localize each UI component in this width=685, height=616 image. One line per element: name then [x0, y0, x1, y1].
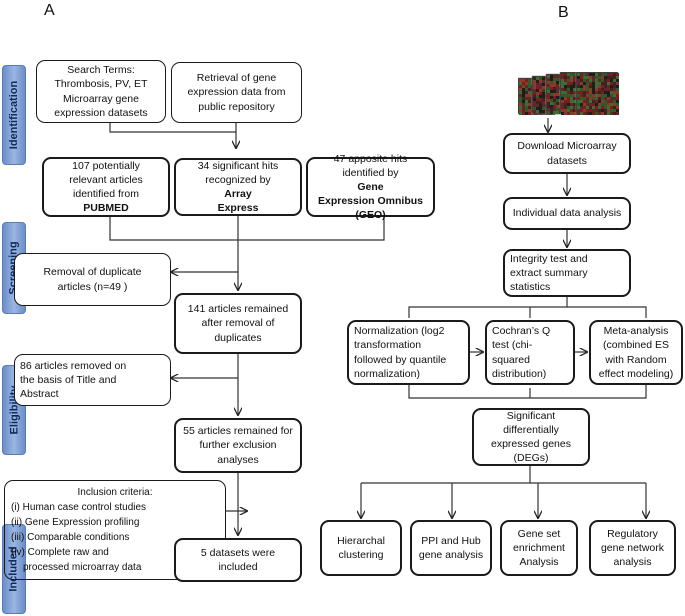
- inclusion-item: (i) Human case control studies: [11, 502, 147, 513]
- inclusion-item: processed microarray data: [23, 562, 142, 573]
- download-datasets-box: Download Microarray datasets: [503, 133, 631, 174]
- panel-label-b: B: [558, 4, 569, 21]
- remained-55-box: 55 articles remained for further exclusi…: [174, 418, 302, 473]
- pubmed-text: 107 potentially relevant articles identi…: [69, 159, 143, 200]
- meta-analysis-box: Meta-analysis (combined ES with Random e…: [589, 320, 683, 385]
- array-express-box: 34 significant hits recognized by Array …: [174, 158, 302, 216]
- removed-86-box: 86 articles removed on the basis of Titl…: [14, 354, 171, 406]
- search-terms-box: Search Terms: Thrombosis, PV, ET Microar…: [36, 60, 166, 123]
- microarray-heatmap-image: [518, 72, 619, 115]
- stage-included: Included: [2, 524, 26, 614]
- array-express-text: 34 significant hits recognized by: [197, 159, 279, 186]
- degs-box: Significant differentially expressed gen…: [472, 408, 590, 466]
- array-express-name: Array Express: [217, 188, 259, 215]
- inclusion-item: (ii) Gene Expression profiling: [11, 517, 140, 528]
- geo-box: 47 apposite hits identified by Gene Expr…: [306, 153, 435, 221]
- inclusion-criteria-header: Inclusion criteria:: [77, 487, 153, 498]
- pubmed-name: PUBMED: [83, 202, 129, 215]
- geo-name: Gene Expression Omnibus (GEO): [317, 180, 424, 222]
- inclusion-item: (iii) Comparable conditions: [11, 532, 130, 543]
- inclusion-item: (iv) Complete raw and: [11, 547, 109, 558]
- stage-identification: Identification: [2, 65, 26, 165]
- duplicate-removal-box: Removal of duplicate articles (n=49 ): [14, 253, 171, 306]
- geo-text: 47 apposite hits identified by: [333, 152, 408, 179]
- gene-set-enrichment-box: Gene set enrichment Analysis: [500, 520, 578, 576]
- remained-141-box: 141 articles remained after removal of d…: [174, 293, 302, 354]
- normalization-box: Normalization (log2 transformation follo…: [347, 320, 470, 385]
- integrity-test-box: Integrity test and extract summary stati…: [503, 249, 631, 297]
- included-box: 5 datasets were included: [174, 538, 302, 582]
- inclusion-criteria-box: Inclusion criteria: (i) Human case contr…: [4, 480, 226, 580]
- regulatory-network-box: Regulatory gene network analysis: [589, 520, 676, 576]
- hierarchal-clustering-box: Hierarchal clustering: [320, 520, 402, 576]
- ppi-hub-box: PPI and Hub gene analysis: [410, 520, 492, 576]
- pubmed-box: 107 potentially relevant articles identi…: [42, 157, 170, 217]
- individual-analysis-box: Individual data analysis: [503, 197, 631, 230]
- panel-label-a: A: [44, 2, 55, 19]
- retrieval-box: Retrieval of gene expression data from p…: [171, 62, 302, 123]
- cochran-q-box: Cochran’s Q test (chi- squared distribut…: [485, 320, 575, 385]
